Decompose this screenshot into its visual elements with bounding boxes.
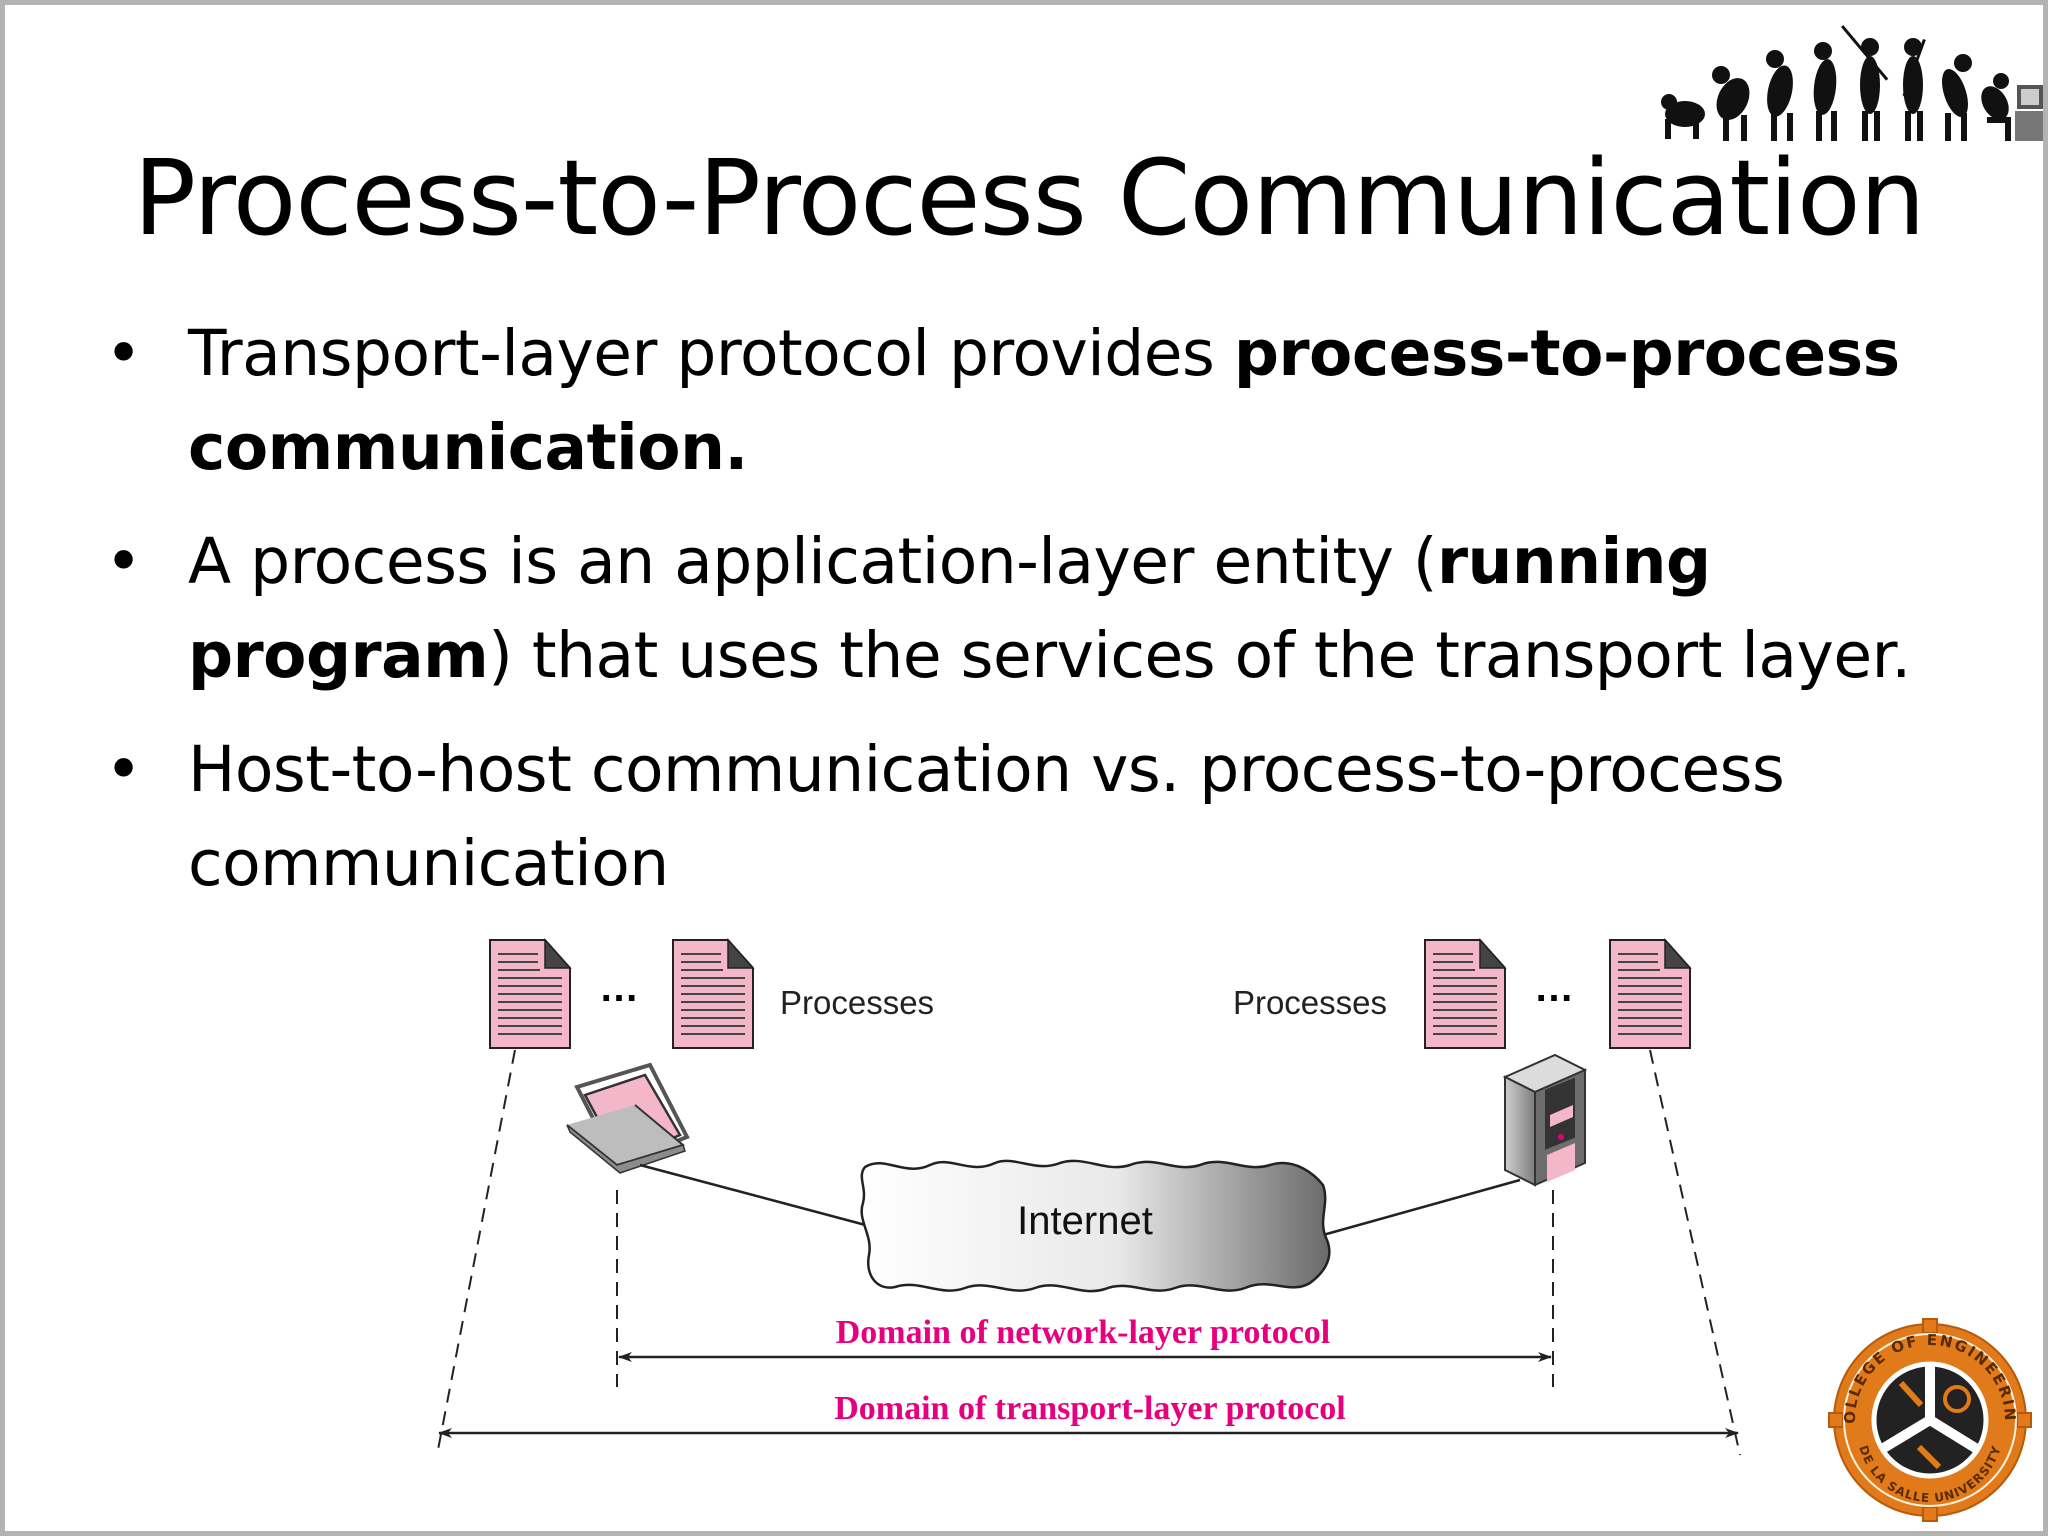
- network-domain-label: Domain of network-layer protocol: [836, 1314, 1331, 1351]
- right-processes-label: Processes: [1233, 984, 1387, 1021]
- bullet-text-bold: process-to-process communication.: [188, 317, 1900, 484]
- bullet-text-regular: Host-to-host communication vs. process-t…: [188, 733, 1785, 900]
- bullet-text-regular: A process is an application-layer entity…: [188, 525, 1437, 598]
- process-document-icon: [672, 939, 754, 1049]
- bullet-item: • Transport-layer protocol provides proce…: [105, 307, 2005, 495]
- transport-domain-label: Domain of transport-layer protocol: [834, 1390, 1346, 1427]
- bullet-text-bold: running program: [188, 525, 1711, 692]
- bullet-dot-icon: •: [105, 317, 142, 390]
- page-title: Process-to-Process Communication: [133, 137, 1925, 259]
- internet-label: Internet: [1017, 1199, 1153, 1243]
- left-processes-label: Processes: [780, 984, 934, 1021]
- process-document-icon: [489, 939, 571, 1049]
- bullet-item: • Host-to-host communication vs. process-…: [105, 723, 2005, 911]
- right-transport-guide: [1649, 1049, 1741, 1456]
- laptop-icon: [566, 1062, 690, 1174]
- process-communication-diagram: … … Processes Processes Internet: [436, 939, 1741, 1456]
- evolution-silhouette-icon: [1661, 25, 2043, 141]
- server-icon: [1502, 1053, 1588, 1187]
- college-of-engineering-seal-icon: COLLEGE OF ENGINEERING DE LA SALLE UNIVE…: [1827, 1317, 2032, 1522]
- bullet-text-regular: Transport-layer protocol provides: [188, 317, 1234, 390]
- bullet-dot-icon: •: [105, 525, 142, 598]
- process-document-icon: [1609, 939, 1691, 1049]
- bullet-dot-icon: •: [105, 733, 142, 806]
- bullet-text-regular: ) that uses the services of the transpor…: [488, 619, 1911, 692]
- ellipsis-right: …: [1534, 966, 1574, 1010]
- ellipsis-left: …: [599, 966, 639, 1010]
- bullet-item: • A process is an application-layer entit…: [105, 515, 2005, 703]
- left-transport-guide: [436, 1049, 516, 1456]
- process-document-icon: [1424, 939, 1506, 1049]
- internet-cloud-icon: [860, 1159, 1331, 1293]
- bullet-list: • Transport-layer protocol provides proce…: [105, 307, 2005, 931]
